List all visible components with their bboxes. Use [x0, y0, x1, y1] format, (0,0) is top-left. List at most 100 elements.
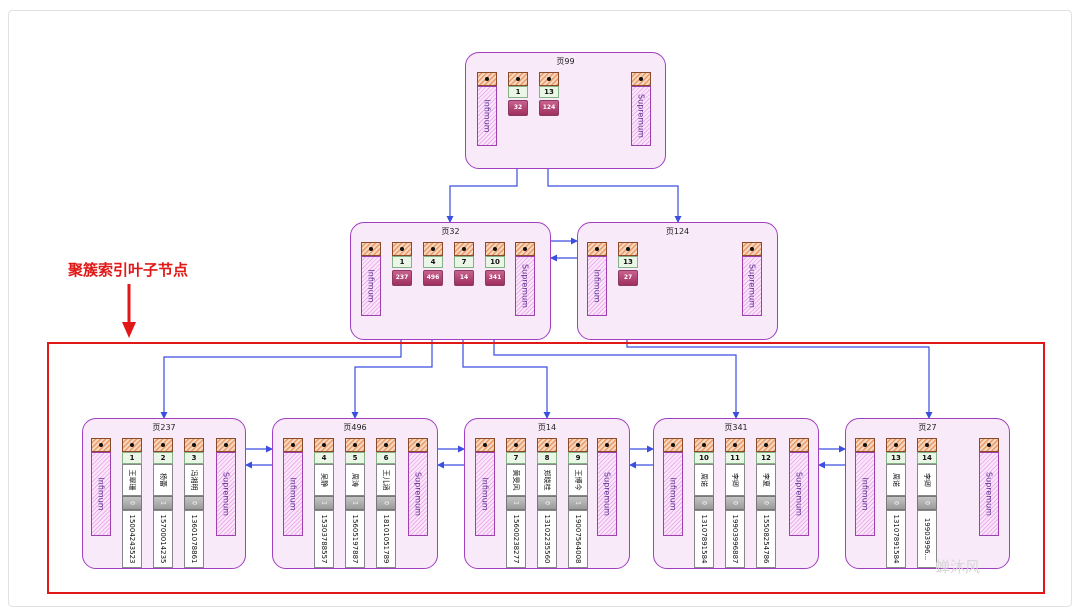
supremum-record: Supremum [742, 256, 762, 316]
record-flag-cell: 1 [568, 496, 588, 510]
infimum-slot [663, 438, 683, 452]
infimum-slot [361, 242, 381, 256]
page-title: 页32 [441, 227, 460, 236]
record-name-cell: 周涛 [345, 464, 365, 496]
record-key: 12 [756, 452, 776, 464]
leaf-nodes-annotation: 聚簇索引叶子节点 [68, 261, 189, 279]
supremum-record: Supremum [216, 452, 236, 536]
child-page-pointer: 27 [618, 270, 638, 286]
record-key: 11 [725, 452, 745, 464]
record-key: 1 [392, 256, 412, 268]
record-key: 3 [184, 452, 204, 464]
record-header-slot [392, 242, 412, 256]
record-key: 4 [423, 256, 443, 268]
record-flag-cell: 1 [506, 496, 526, 510]
record-key: 14 [917, 452, 937, 464]
record-key: 2 [153, 452, 173, 464]
record-phone-cell: 13107891584 [886, 510, 906, 568]
record-phone-cell: 15700014235 [153, 510, 173, 568]
diagram-frame [8, 10, 1072, 607]
record-key: 5 [345, 452, 365, 464]
infimum-label: Infimum [366, 269, 376, 303]
record-flag-cell: 0 [886, 496, 906, 510]
supremum-label: Supremum [636, 94, 646, 138]
record-phone-cell: 15600238277 [506, 510, 526, 568]
record-name-cell: 李卿 [917, 464, 937, 496]
record-phone-cell: 15004243523 [122, 510, 142, 568]
infimum-record: Infimum [663, 452, 683, 536]
record-flag-cell: 0 [694, 496, 714, 510]
record-header-slot [694, 438, 714, 452]
supremum-slot [408, 438, 428, 452]
annotation-arrow-icon [122, 284, 136, 338]
supremum-label: Supremum [520, 264, 530, 308]
infimum-slot [587, 242, 607, 256]
record-phone-cell: 15605197887 [345, 510, 365, 568]
record-phone-cell: 13107891584 [694, 510, 714, 568]
record-name-cell: 王儿涵 [376, 464, 396, 496]
child-page-pointer: 14 [454, 270, 474, 286]
child-page-pointer: 32 [508, 100, 528, 116]
record-phone-cell: 19007564008 [568, 510, 588, 568]
record-header-slot [568, 438, 588, 452]
record-flag-cell: 1 [345, 496, 365, 510]
record-header-slot [454, 242, 474, 256]
record-key: 10 [485, 256, 505, 268]
supremum-label: Supremum [747, 264, 757, 308]
page-title: 页14 [537, 423, 557, 432]
record-phone-cell: 19903996887 [725, 510, 745, 568]
record-header-slot [917, 438, 937, 452]
record-key: 1 [508, 86, 528, 98]
record-key: 13 [539, 86, 559, 98]
record-flag-cell: 0 [122, 496, 142, 510]
page-title: 页496 [343, 423, 367, 432]
record-phone-cell: 13601078861 [184, 510, 204, 568]
record-header-slot [618, 242, 638, 256]
record-name-cell: 黄旻风 [506, 464, 526, 496]
record-flag-cell: 0 [537, 496, 557, 510]
page-title: 页27 [918, 423, 937, 432]
page-title: 页341 [724, 423, 748, 432]
record-flag-cell: 1 [153, 496, 173, 510]
record-name-cell: 王翠珊 [122, 464, 142, 496]
supremum-record: Supremum [979, 452, 999, 536]
record-header-slot [506, 438, 526, 452]
infimum-label: Infimum [592, 269, 602, 303]
infimum-slot [283, 438, 303, 452]
record-key: 6 [376, 452, 396, 464]
record-flag-cell: 0 [725, 496, 745, 510]
record-flag-cell: 0 [184, 496, 204, 510]
supremum-slot [979, 438, 999, 452]
watermark: 蝉沐风 [935, 558, 981, 576]
record-header-slot [756, 438, 776, 452]
record-key: 4 [314, 452, 334, 464]
supremum-record: Supremum [408, 452, 428, 536]
supremum-slot [742, 242, 762, 256]
record-name-cell: 周诺 [694, 464, 714, 496]
infimum-slot [91, 438, 111, 452]
page-title: 页124 [665, 227, 690, 236]
record-name-cell: 郑晓桂 [537, 464, 557, 496]
child-page-pointer: 341 [485, 270, 505, 286]
record-header-slot [423, 242, 443, 256]
record-header-slot [537, 438, 557, 452]
child-page-pointer: 237 [392, 270, 412, 286]
infimum-record: Infimum [477, 86, 497, 146]
supremum-record: Supremum [789, 452, 809, 536]
supremum-record: Supremum [597, 452, 617, 536]
supremum-slot [216, 438, 236, 452]
record-phone-cell: 19903996... [917, 510, 937, 568]
record-key: 1 [122, 452, 142, 464]
page-title: 页237 [152, 423, 176, 432]
infimum-label: Infimum [482, 99, 492, 133]
record-name-cell: 周诺 [886, 464, 906, 496]
supremum-slot [515, 242, 535, 256]
record-name-cell: 冯湘明 [184, 464, 204, 496]
infimum-slot [855, 438, 875, 452]
